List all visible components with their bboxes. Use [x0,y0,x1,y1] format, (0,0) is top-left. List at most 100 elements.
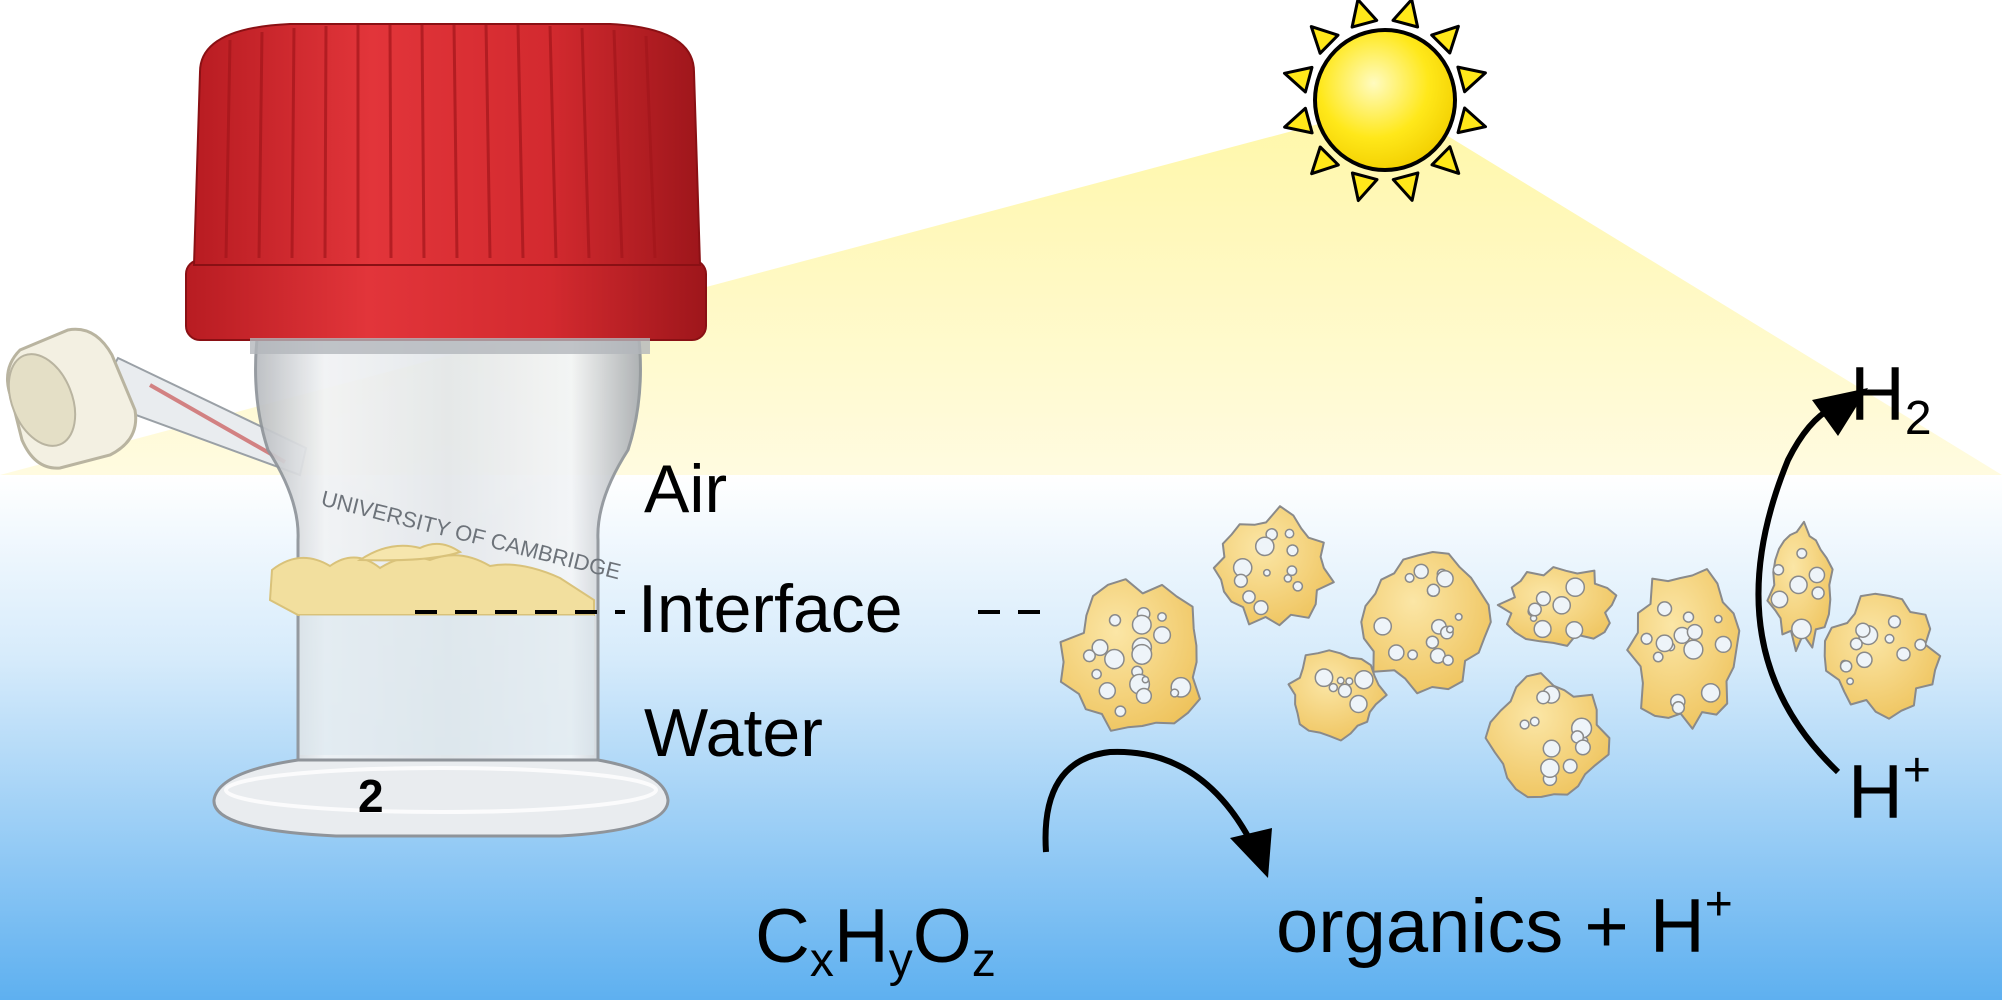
vial-foot [212,758,670,838]
particle-pore [1131,614,1152,635]
particle-pore [1454,612,1463,621]
particle-pore [1533,619,1552,639]
air-label: Air [644,451,727,527]
particle-pore [1141,675,1150,684]
particle-pore [1108,614,1122,627]
particle-pore [1314,668,1334,688]
particle-pore [1640,632,1653,645]
particle-pore [1442,654,1454,666]
particle-pore [1656,601,1673,617]
vial-red-cap [185,23,707,354]
particle-pore [1436,569,1454,588]
particle-pore [1529,716,1540,727]
particle-pore [1098,682,1117,700]
particle-pore [1796,547,1808,559]
particle-pore [1131,643,1153,665]
particle-pore [1284,528,1295,539]
particle-pore [1349,694,1368,714]
particle-pore [1686,623,1703,641]
particle-pore [1574,739,1591,756]
arrow-head-up [1812,388,1868,436]
photocatalyst-particle [1496,566,1618,647]
particle-pore [1387,644,1405,661]
particle-pore [1286,544,1299,557]
particle-pore [1565,620,1584,640]
vial-side-arm [6,327,308,477]
particle-pore [1233,573,1249,588]
particle-pore [1713,614,1723,624]
particle-pore [1135,687,1153,705]
particle-pore [1535,590,1552,607]
particle-pore [1373,616,1393,636]
sun-ray [1430,145,1461,175]
particle-pore [1811,586,1825,600]
particle-pore [1328,682,1339,693]
particle-pore [1655,634,1674,653]
particle-pore [1700,683,1721,703]
photocatalyst-particle [1766,520,1834,653]
particle-pore [1552,595,1572,615]
photocatalyst-particle [1484,672,1611,799]
particle-pore [1292,580,1304,592]
particle-pore [1671,701,1686,715]
particle-pore [1770,590,1789,609]
particle-pore [1153,625,1172,645]
particle-pore [1683,639,1704,660]
sun-ray [1283,106,1314,135]
particle-pore [1565,577,1586,598]
particle-body [1484,672,1611,799]
particle-pore [1808,566,1826,584]
curved-arrow-up-icon [1755,405,1841,775]
substrate-label: CxHyOz [755,894,996,987]
particle-pore [1425,635,1440,649]
particle-pore [1082,649,1096,663]
photocatalyst-particle [1626,568,1741,730]
sun-ray [1350,171,1379,202]
particle-pore [1846,677,1855,686]
particle-pore [1345,677,1354,686]
particle-pore [1791,618,1812,640]
particle-pore [1404,572,1415,583]
particle-pore [1091,668,1102,680]
particle-pore [1856,651,1873,669]
sun-ray [1391,0,1420,29]
particle-pore [1772,563,1785,576]
sun-ray [1456,106,1487,135]
particle-pore [1336,676,1345,685]
particle-pore [1262,568,1271,577]
particle-pore [1914,638,1927,651]
particle-pore [1242,590,1256,604]
interface-label: Interface [638,571,903,647]
photocatalyst-particle [1212,505,1335,627]
water-label: Water [644,695,823,771]
arrow-head-down [1230,828,1272,878]
sun-ray [1283,65,1314,94]
particle-pore [1286,565,1298,577]
particle-pore [1887,615,1902,629]
particle-pore [1540,758,1560,779]
particle-pore [1091,639,1109,657]
particle-pore [1714,635,1732,654]
particle-pore [1253,599,1269,616]
particle-pore [1849,637,1863,651]
particle-pore [1855,622,1871,638]
h2-label: H2 [1850,352,1932,445]
sun-ray [1309,25,1340,55]
sun-ray [1310,145,1340,176]
particle-pore [1652,651,1664,663]
particle-pore [1407,649,1419,661]
particle-pore [1104,648,1125,670]
sun-ray [1456,65,1487,94]
particle-pore [1519,719,1530,730]
photocatalyst-particles [1059,505,1942,799]
particle-pore [1283,574,1293,583]
particle-pore [1254,536,1275,557]
sun-ray [1430,24,1460,55]
particle-pore [1445,625,1455,634]
reaction-vial: UNIVERSITY OF CAMBRIDGE 2 [6,23,707,838]
particle-pore [1884,633,1895,644]
curved-arrow-down-icon [1042,748,1253,853]
photocatalyst-particle [1823,592,1942,720]
particle-pore [1354,669,1374,690]
